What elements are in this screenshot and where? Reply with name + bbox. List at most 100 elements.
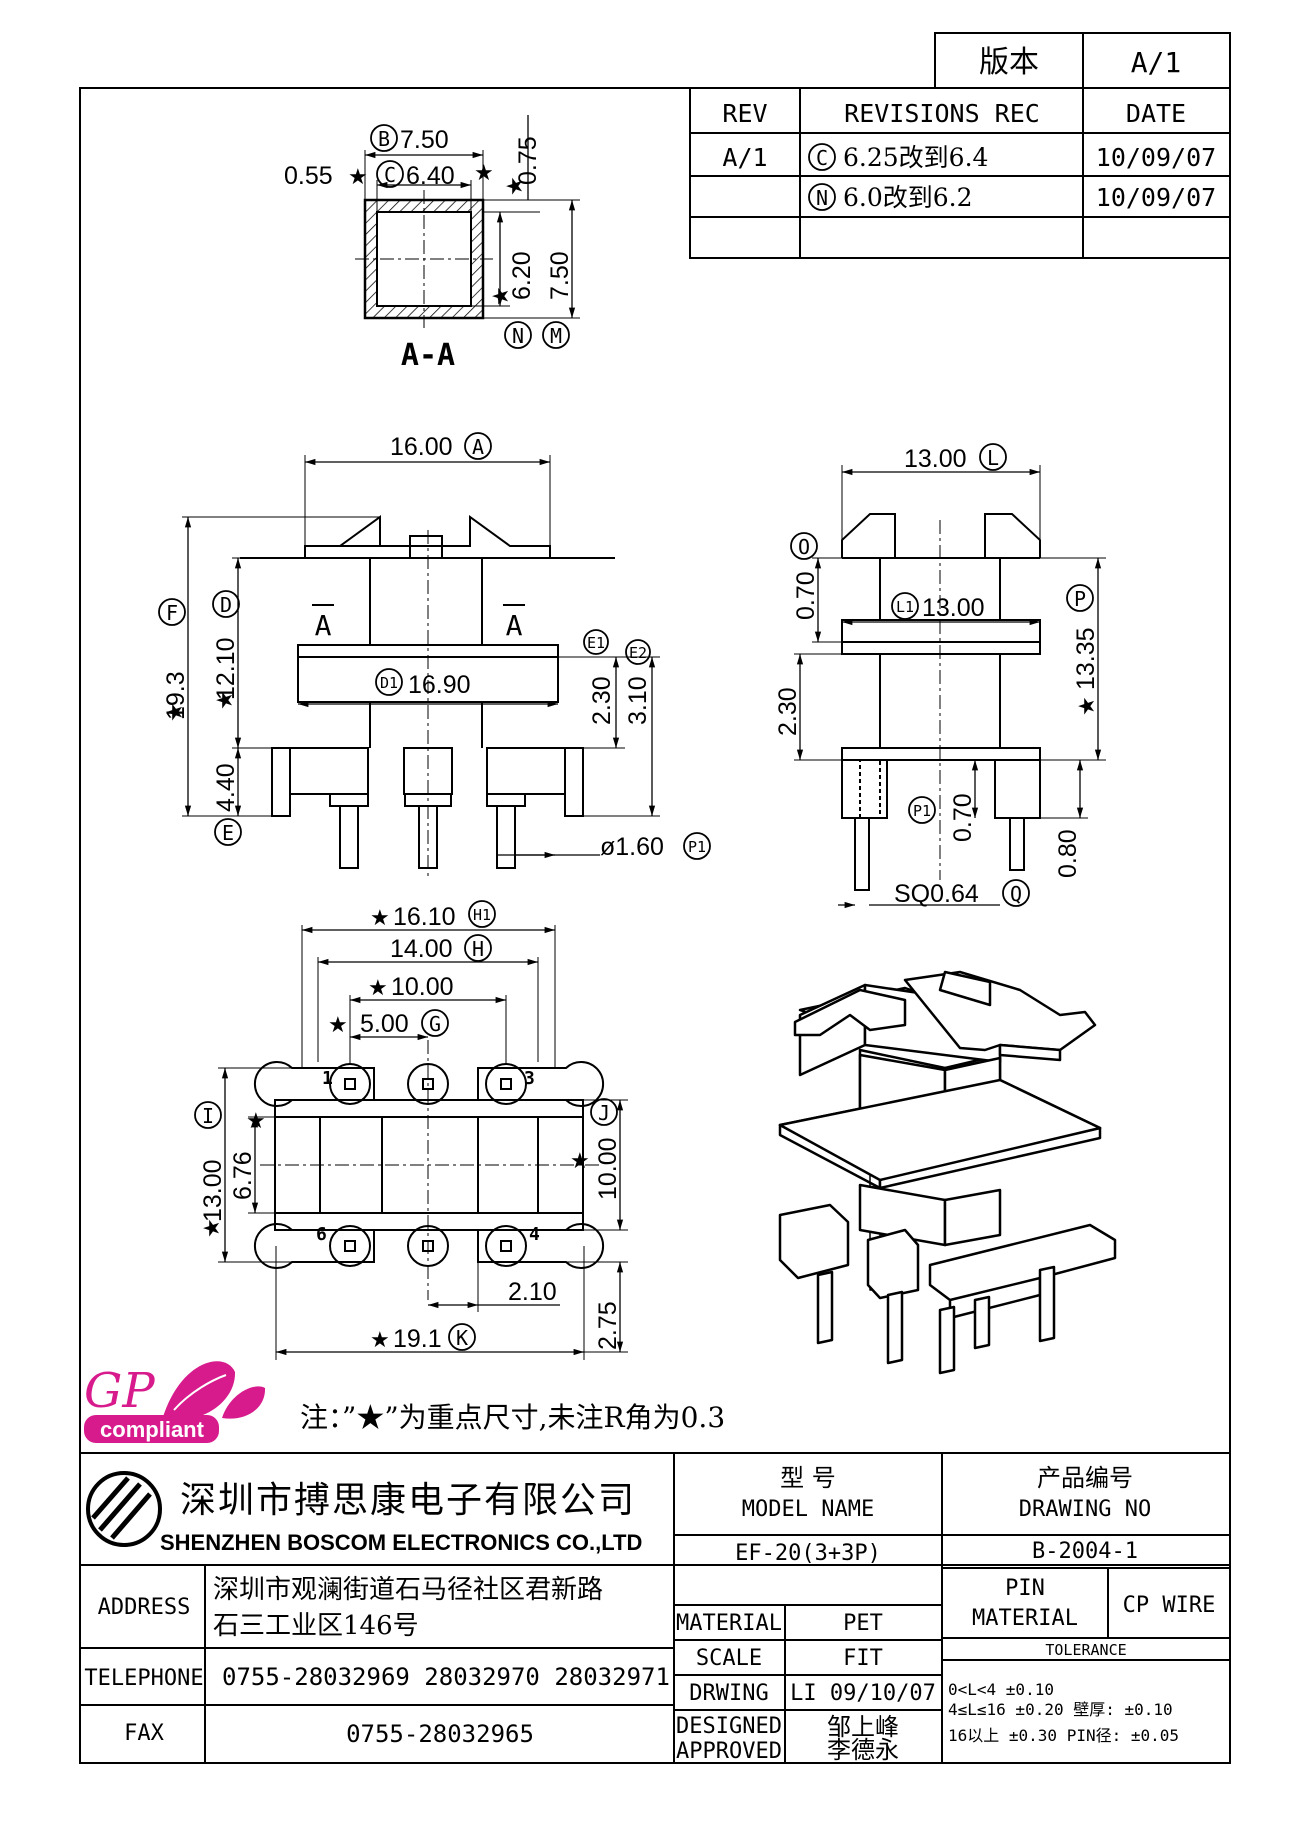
front-flange-mark: D1	[380, 674, 398, 692]
side-p1-dim: 0.70	[949, 793, 977, 842]
svg-text:★: ★	[1075, 696, 1100, 716]
address-line1: 深圳市观澜街道石马径社区君新路	[213, 1575, 603, 1605]
section-view: B 7.50 C 6.40 ★ 0.55 ★ 0.75 ★ 6.20 ★ 7.5…	[284, 115, 580, 373]
version-value: A/1	[1131, 46, 1182, 79]
fax: 0755-28032965	[346, 1720, 534, 1748]
side-width: 13.00	[904, 445, 967, 473]
svg-text:★: ★	[328, 1013, 348, 1038]
svg-text:★: ★	[200, 1218, 225, 1238]
tolerance-3: 16以上 ±0.30 PIN径: ±0.05	[948, 1726, 1179, 1745]
isometric-view	[778, 970, 1117, 1375]
bottom-i: 13.00	[199, 1159, 227, 1222]
dim-top: 0.75	[514, 136, 542, 185]
scale-value: FIT	[843, 1646, 883, 1671]
svg-text:★: ★	[570, 1149, 590, 1174]
side-view	[841, 513, 1041, 891]
date-header: DATE	[1126, 99, 1186, 128]
svg-text:★: ★	[348, 165, 368, 190]
side-height: 13.35	[1072, 627, 1100, 690]
material-value: PET	[843, 1611, 883, 1636]
front-e1-mark: E1	[587, 634, 605, 652]
front-e2: 3.10	[624, 676, 652, 725]
company-en: SHENZHEN BOSCOM ELECTRONICS CO.,LTD	[160, 1530, 642, 1555]
scale-label: SCALE	[696, 1646, 762, 1671]
mark-n: N	[512, 324, 524, 348]
telephone-label: TELEPHONE	[84, 1666, 203, 1691]
bottom-pitch10: 10.00	[391, 973, 454, 1001]
front-width-mark: A	[472, 435, 484, 459]
rev-header: REV	[722, 99, 767, 128]
mark-c: C	[384, 163, 396, 187]
bottom-j: 10.00	[594, 1137, 622, 1200]
front-pin-dia: ø1.60	[600, 833, 664, 861]
svg-text:★: ★	[246, 1109, 266, 1134]
svg-text:★: ★	[370, 1328, 390, 1353]
model-en: MODEL NAME	[742, 1497, 874, 1522]
dim-inner: 6.20	[508, 251, 536, 300]
sheet-border	[79, 87, 1231, 1764]
title-block-text: ADDRESS 深圳市观澜街道石马径社区君新路 石三工业区146号 TELEPH…	[84, 1464, 1215, 1764]
pin-material: CP WIRE	[1123, 1593, 1216, 1618]
rev-row2-text: 6.0改到6.2	[843, 183, 973, 212]
bottom-g: 5.00	[360, 1010, 409, 1038]
address-label: ADDRESS	[98, 1595, 191, 1620]
svg-text:★: ★	[213, 690, 238, 710]
approved-label: APPROVED	[676, 1739, 782, 1764]
front-section-right: A	[506, 609, 523, 642]
dim-outer: 7.50	[546, 251, 574, 300]
side-pin-dim: 0.80	[1054, 829, 1082, 878]
gp-text: GP	[84, 1363, 155, 1419]
side-inner-mark: L1	[896, 598, 914, 616]
bottom-h: 14.00	[390, 935, 453, 963]
bottom-g-mark: G	[429, 1012, 441, 1036]
designed-label: DESIGNED	[676, 1714, 782, 1739]
svg-text:★: ★	[503, 176, 528, 196]
rev-row1-rev: A/1	[722, 143, 767, 172]
front-pin-len: 4.40	[212, 763, 240, 812]
model-cn: 型 号	[780, 1464, 836, 1492]
dim-c: 6.40	[406, 162, 455, 190]
material-label: MATERIAL	[676, 1611, 782, 1636]
rec-header: REVISIONS REC	[844, 99, 1040, 128]
model-name: EF-20(3+3P)	[735, 1541, 881, 1566]
dim-b: 7.50	[400, 126, 449, 154]
rev-row1-mark: C	[816, 146, 828, 170]
bottom-d210: 2.10	[508, 1278, 557, 1306]
front-e1: 2.30	[588, 676, 616, 725]
pin-6: 6	[316, 1224, 327, 1245]
svg-text:★: ★	[474, 161, 494, 186]
revision-table	[689, 87, 1231, 259]
bottom-h1: 16.10	[393, 903, 456, 931]
drawing-cn: 产品编号	[1037, 1464, 1133, 1492]
version-label: 版本	[979, 45, 1039, 80]
rev-row1-text: 6.25改到6.4	[843, 143, 988, 172]
side-left-dim: 2.30	[774, 687, 802, 736]
pin-label-1: PIN	[1005, 1576, 1045, 1601]
fax-label: FAX	[124, 1721, 164, 1746]
svg-text:★: ★	[163, 702, 188, 722]
svg-text:★: ★	[368, 976, 388, 1001]
mark-m: M	[550, 324, 562, 348]
bottom-view-dims: ★ 16.10 H1 14.00 H ★ 10.00 ★ 5.00 G 1 3 …	[194, 900, 628, 1360]
note: 注：”★”为重点尺寸,未注R角为0.3	[300, 1401, 725, 1434]
pin-4: 4	[529, 1224, 540, 1245]
mark-b: B	[378, 127, 390, 151]
rev-row2-mark: N	[816, 186, 828, 210]
tolerance-2: 4≤L≤16 ±0.20 壁厚: ±0.10	[948, 1700, 1173, 1719]
front-body: 12.10	[212, 637, 240, 700]
drwing-label: DRWING	[689, 1681, 768, 1706]
boscom-logo-icon	[86, 1471, 162, 1547]
bottom-j-mark: J	[598, 1101, 610, 1125]
side-o-dim: 0.70	[792, 571, 820, 620]
bottom-i-mark: I	[202, 1104, 214, 1128]
front-body-mark: D	[220, 593, 232, 617]
side-o-mark: O	[798, 535, 810, 559]
tolerance-1: 0<L<4 ±0.10	[948, 1680, 1054, 1699]
side-view-dims: 13.00 L L1 13.00 0.70 O 13.35 ★ P 2.30 0…	[774, 443, 1106, 909]
front-section-left: A	[315, 609, 332, 642]
pin-label-2: MATERIAL	[972, 1606, 1078, 1631]
side-sq: SQ0.64	[894, 880, 979, 908]
bottom-h-mark: H	[472, 937, 484, 961]
gp-compliant-logo: GP compliant	[84, 1361, 266, 1443]
